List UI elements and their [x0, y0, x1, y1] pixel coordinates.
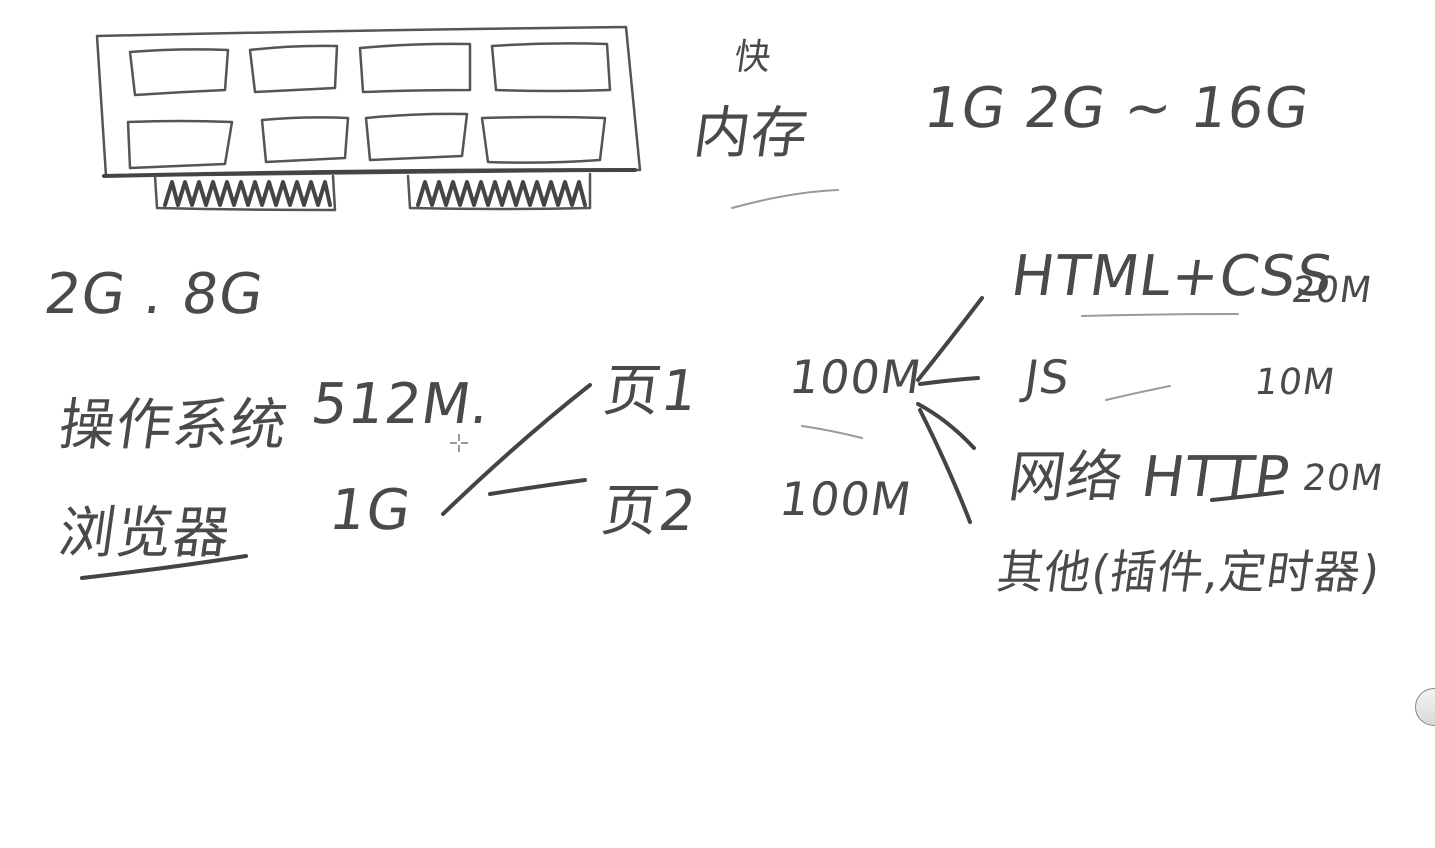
network-size: 20M — [1300, 458, 1386, 499]
capacity-label: 2G . 8G — [40, 262, 269, 327]
network-label: 网络 HTTP — [1004, 445, 1294, 510]
page2-size: 100M — [776, 472, 916, 526]
ram-chip — [480, 115, 607, 164]
memory-range: 1G 2G ~ 16G — [920, 76, 1314, 141]
html-css-label: HTML+CSS — [1007, 244, 1338, 309]
os-label: 操作系统 — [54, 393, 292, 458]
ram-base-line — [102, 168, 637, 178]
js-label: JS — [1021, 350, 1074, 404]
branch-line-network — [916, 402, 976, 450]
ram-chip — [490, 42, 612, 93]
browser-size: 1G — [325, 478, 416, 543]
ram-chip — [260, 116, 350, 164]
ram-chip — [358, 42, 472, 94]
html-css-size: 20M — [1289, 270, 1375, 311]
branch-line-html — [916, 296, 984, 382]
http-underline — [1210, 490, 1284, 502]
browser-label: 浏览器 — [54, 501, 235, 566]
ram-contact-block — [406, 172, 592, 211]
branch-line-js — [918, 376, 980, 386]
branch-line-other — [918, 408, 972, 524]
js-size: 10M — [1252, 362, 1338, 403]
branch-line-page1 — [441, 383, 592, 516]
os-size: 512M. — [307, 372, 495, 437]
fast-label: 快 — [731, 37, 775, 78]
page2-label: 页2 — [597, 479, 701, 544]
memory-title: 内存 — [689, 101, 813, 166]
ram-chip — [364, 112, 469, 162]
js-underline — [1105, 385, 1171, 401]
memory-underline — [731, 189, 839, 209]
other-label: 其他(插件,定时器) — [993, 545, 1384, 599]
page1-size-underline — [801, 425, 863, 439]
page1-size: 100M — [786, 350, 926, 404]
browser-underline — [80, 554, 248, 580]
ram-chip — [128, 48, 230, 97]
crosshair-cursor-icon — [449, 433, 469, 453]
ram-chip — [126, 119, 234, 170]
ram-contact-zigzag — [163, 180, 332, 207]
ram-contact-zigzag — [416, 180, 587, 207]
ram-chip — [248, 44, 339, 94]
ram-contact-block — [153, 174, 337, 212]
html-css-underline — [1081, 313, 1239, 317]
page1-label: 页1 — [599, 359, 703, 424]
branch-line-page2 — [488, 478, 587, 496]
